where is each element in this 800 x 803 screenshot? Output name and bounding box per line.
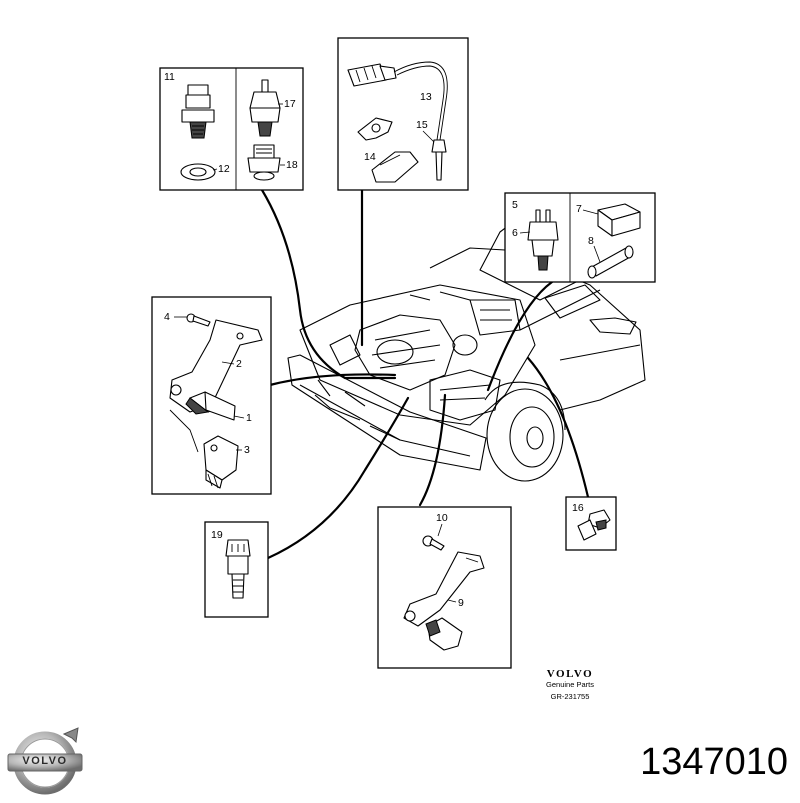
- callout-5: 5: [512, 199, 518, 211]
- callout-19: 19: [211, 529, 223, 541]
- callout-14: 14: [364, 151, 376, 163]
- box-parts-5-8: 5 6 7 8: [504, 192, 656, 283]
- callout-13: 13: [420, 91, 432, 103]
- part-17-temperature-sensor: [249, 79, 281, 137]
- callout-9: 9: [458, 597, 464, 609]
- part-9-sensor: [425, 617, 463, 651]
- part-12-sealing-washer: [180, 163, 216, 181]
- part-3-sensor: [203, 435, 239, 489]
- callout-16: 16: [572, 502, 584, 514]
- part-10-bolt: [422, 535, 445, 551]
- part-8-fuse: [587, 245, 634, 279]
- connector-box-16: [526, 356, 590, 499]
- part-5-6-brake-light-switch: [527, 209, 559, 271]
- callout-6: 6: [512, 227, 518, 239]
- brand-wordmark: VOLVO: [546, 668, 594, 680]
- callout-15: 15: [416, 119, 428, 131]
- callout-4: 4: [164, 311, 170, 323]
- car-illustration: [287, 197, 646, 482]
- callout-2: 2: [236, 358, 242, 370]
- box-part-19: 19: [204, 521, 269, 618]
- connector-box-9-10: [418, 393, 447, 507]
- genuine-parts-stamp: VOLVO Genuine Parts GR-231755: [527, 668, 613, 702]
- connector-box-5-8: [486, 280, 554, 392]
- part-number: 1347010: [640, 741, 788, 783]
- part-1-sensor: [185, 391, 236, 421]
- part-19-coolant-sensor: [225, 539, 251, 599]
- box-parts-13-15: 13 14 15: [337, 37, 469, 191]
- box-parts-11-18: 11 12 17 18: [159, 67, 304, 191]
- part-14-bracket: [357, 117, 419, 183]
- callout-7: 7: [576, 203, 582, 215]
- part-11-oil-pressure-switch: [181, 84, 215, 139]
- box-parts-9-10: 10 9: [377, 506, 512, 669]
- brand-subtitle: Genuine Parts: [546, 680, 594, 689]
- connector-lines: [260, 188, 590, 560]
- connector-box-1-4: [268, 373, 397, 387]
- volvo-iron-mark-icon: VOLVO: [4, 726, 86, 798]
- part-2-bracket: [169, 319, 263, 453]
- callout-11: 11: [164, 71, 175, 83]
- diagram-reference: GR-231755: [550, 692, 590, 701]
- callout-17: 17: [284, 98, 296, 110]
- callout-10: 10: [436, 512, 448, 524]
- part-7-relay: [597, 203, 641, 237]
- callout-8: 8: [588, 235, 594, 247]
- box-parts-1-4: 4 2 1 3: [151, 296, 272, 495]
- connector-box-11-18: [260, 188, 397, 380]
- part-18-adapter: [247, 144, 281, 181]
- callout-12: 12: [218, 163, 230, 175]
- part-16-sensor: [577, 509, 611, 541]
- part-4-bolt: [186, 313, 211, 327]
- connector-box-19: [266, 396, 410, 560]
- part-9-bracket: [403, 551, 485, 627]
- callout-18: 18: [286, 159, 298, 171]
- part-13-sensor-with-cable: [347, 61, 448, 181]
- box-part-16: 16: [565, 496, 617, 551]
- callout-3: 3: [244, 444, 250, 456]
- logo-wordmark: VOLVO: [22, 755, 68, 767]
- callout-1: 1: [246, 412, 252, 424]
